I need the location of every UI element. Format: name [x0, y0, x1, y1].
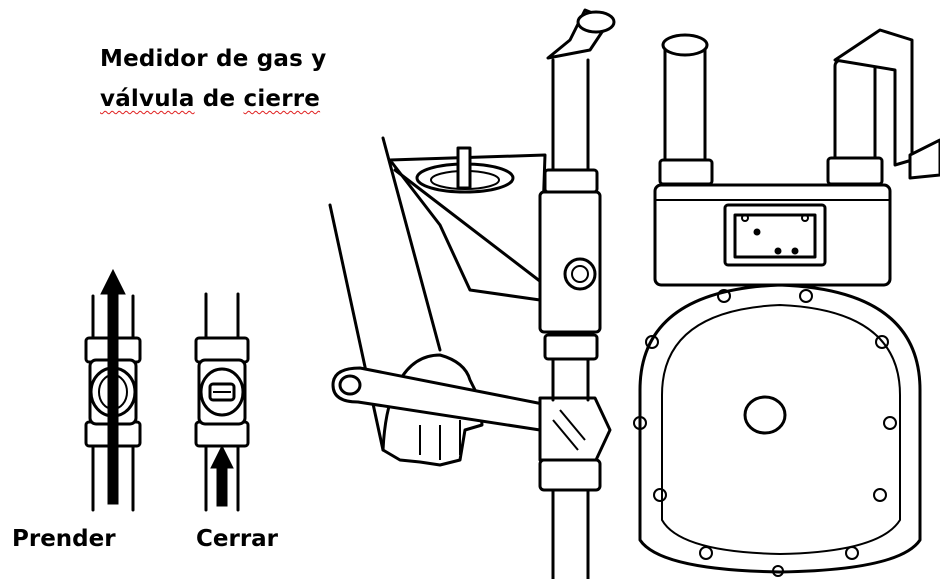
gas-meter-icon: [633, 28, 940, 577]
arrow-up-into-valve-icon: [210, 444, 234, 507]
title-word-valvula: válvula: [100, 86, 195, 112]
regulator: [388, 146, 547, 302]
title-line-1: Medidor de gas y: [100, 46, 327, 72]
caption-on: Prender: [12, 526, 116, 552]
valve-off-diagram: [194, 292, 250, 512]
title-word-de: de: [202, 86, 236, 112]
caption-off: Cerrar: [196, 526, 279, 552]
arrow-up-through-valve-icon: [100, 268, 126, 505]
valve-on-diagram: [84, 268, 142, 512]
adjustable-wrench-icon: [331, 366, 612, 462]
title-line-2: válvula de cierre: [100, 86, 320, 112]
title-word-cierre: cierre: [243, 86, 321, 112]
main-pipe: [538, 8, 616, 579]
